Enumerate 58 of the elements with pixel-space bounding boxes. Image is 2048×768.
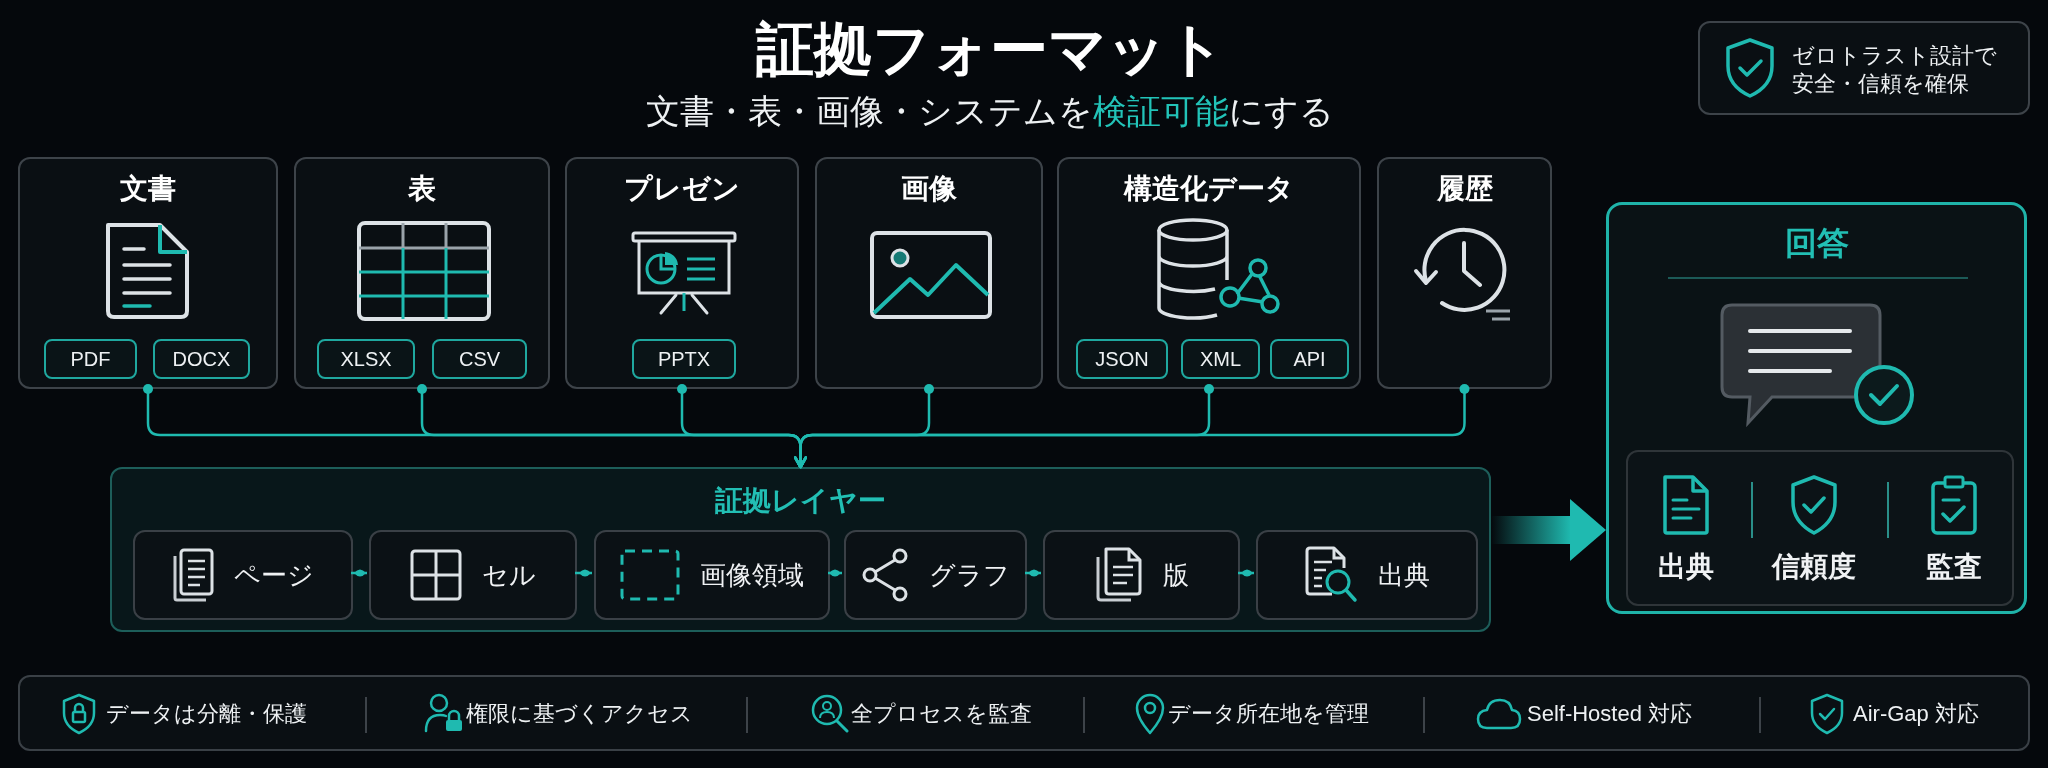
answer-panel [1606, 202, 2027, 614]
feature-label: 権限に基づくアクセス [466, 700, 693, 728]
source-card [294, 157, 550, 389]
panel-title: 証拠レイヤー [715, 484, 886, 518]
card-title: プレゼン [624, 172, 740, 206]
evidence-item [594, 530, 830, 620]
connector-line [828, 569, 842, 577]
format-tag: PDF [44, 339, 137, 379]
card-title: 文書 [120, 172, 176, 206]
format-tag: CSV [432, 339, 527, 379]
format-tag: XML [1181, 339, 1260, 379]
format-tag: XLSX [317, 339, 415, 379]
item-label: 版 [1162, 559, 1189, 591]
evidence-layer-panel [110, 467, 1491, 632]
item-label: セル [482, 559, 536, 591]
panel-title: 回答 [1784, 224, 1849, 263]
source-card [1057, 157, 1361, 389]
source-card [815, 157, 1043, 389]
card-title: 履歴 [1436, 172, 1493, 206]
format-tag: DOCX [153, 339, 250, 379]
subtitle: 文書・表・画像・システムを検証可能にする [645, 91, 1335, 132]
attribute-label: 信頼度 [1770, 550, 1857, 584]
connector-line [1238, 569, 1254, 577]
feature-label: Self-Hosted 対応 [1527, 700, 1693, 728]
item-label: 出典 [1378, 559, 1430, 591]
feature-label: Air-Gap 対応 [1853, 700, 1979, 728]
feature-label: 全プロセスを監査 [851, 700, 1032, 728]
item-label: 画像領域 [700, 559, 804, 591]
feature-label: データ所在地を管理 [1168, 700, 1369, 728]
card-title: 構造化データ [1124, 172, 1294, 206]
evidence-item [1043, 530, 1240, 620]
evidence-item [369, 530, 577, 620]
format-tag: API [1270, 339, 1349, 379]
attribute-label: 出典 [1657, 550, 1715, 584]
feature-bar [18, 675, 2030, 751]
attribute-label: 監査 [1925, 550, 1983, 584]
format-tag: PPTX [632, 339, 736, 379]
evidence-item [844, 530, 1027, 620]
title: 証拠フォーマット [754, 15, 1226, 83]
answer-attributes-panel [1626, 450, 2014, 606]
card-title: 表 [408, 172, 436, 206]
source-card [565, 157, 799, 389]
connector-line [351, 569, 367, 577]
connector-line [1025, 569, 1041, 577]
item-label: ページ [234, 559, 314, 591]
source-card [18, 157, 278, 389]
badge-text: ゼロトラスト設計で安全・信頼を確保 [1792, 42, 1997, 98]
feature-label: データは分離・保護 [106, 700, 307, 728]
connector-line [575, 569, 592, 577]
format-tag: JSON [1076, 339, 1168, 379]
security-badge [1698, 21, 2030, 115]
flow-arrow [1491, 499, 1606, 561]
connector-arrow [793, 384, 1470, 469]
card-title: 画像 [901, 172, 957, 206]
evidence-item [133, 530, 353, 620]
item-label: グラフ [929, 559, 1010, 591]
source-card [1377, 157, 1552, 389]
evidence-item [1256, 530, 1478, 620]
